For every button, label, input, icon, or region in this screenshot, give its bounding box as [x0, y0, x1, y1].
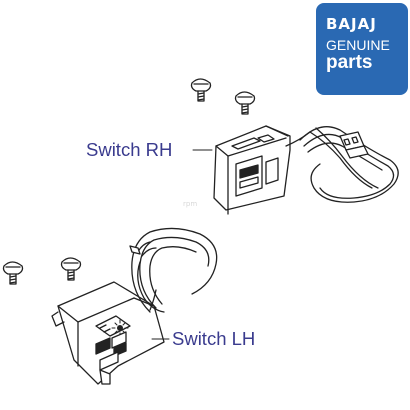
screw-icon — [234, 91, 256, 115]
screw-icon — [190, 78, 212, 102]
switch-rh-housing — [213, 125, 311, 215]
logo-parts-text: parts — [326, 52, 373, 73]
label-switch-rh: Switch RH — [86, 139, 173, 160]
logo-brand-text: BAJAJ — [326, 15, 377, 33]
switch-rh-wiring — [299, 126, 399, 203]
screw-icon — [2, 261, 24, 285]
label-switch-lh: Switch LH — [172, 328, 256, 349]
screw-icon — [60, 257, 82, 281]
switch-lh-wiring — [129, 227, 218, 313]
brand-logo: BAJAJ GENUINE parts — [316, 3, 408, 95]
switch-lh-housing — [51, 281, 165, 385]
watermark: rpm — [183, 200, 198, 208]
logo-genuine-text: GENUINE — [326, 37, 390, 53]
